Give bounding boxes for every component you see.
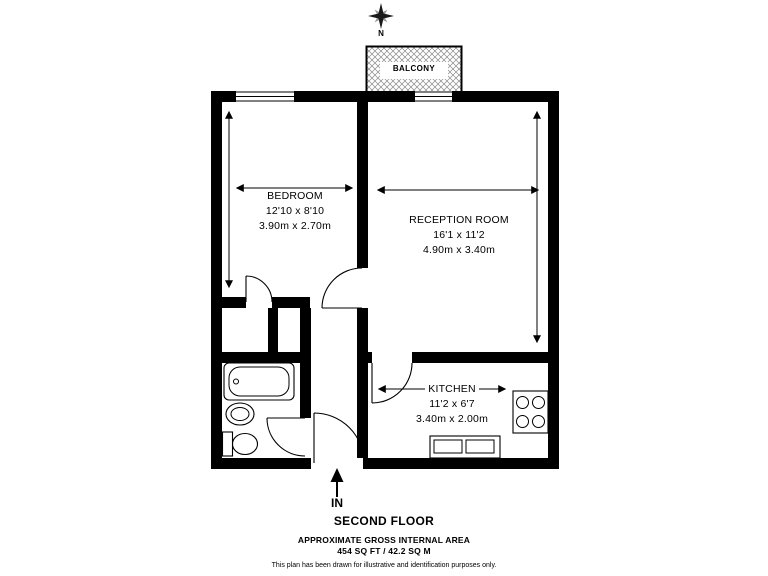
compass-icon [368, 3, 394, 29]
balcony-label-box [380, 62, 448, 79]
kitchen-name: KITCHEN [425, 383, 479, 395]
wall-bedroom-reception-divider [357, 102, 368, 268]
compass-north-label: N [378, 29, 384, 38]
wall-bedroom-bottom-1 [222, 297, 246, 308]
wall-divider-lower-stub [357, 308, 368, 352]
bedroom-dim-metric: 3.90m x 2.70m [255, 220, 335, 232]
wall-kitchen-top-1 [357, 352, 372, 363]
wall-top-2 [294, 91, 415, 102]
wall-kitchen-left [357, 363, 368, 458]
toilet-icon [221, 431, 259, 457]
bedroom-window [236, 91, 294, 102]
entrance-label: IN [331, 496, 343, 510]
wall-kitchen-top-2 [412, 352, 548, 363]
entrance-door [313, 412, 365, 464]
doors [245, 267, 413, 464]
wall-bathroom-right [300, 308, 311, 418]
wall-right [548, 91, 559, 469]
entrance-arrow-icon [330, 468, 344, 497]
bedroom-label: BEDROOM 12'10 x 8'10 3.90m x 2.70m [222, 189, 368, 234]
wall-closet-stub [268, 308, 278, 352]
bedroom-door [245, 275, 273, 303]
kitchen-dim-metric: 3.40m x 2.00m [412, 413, 492, 425]
reception-label: RECEPTION ROOM 16'1 x 11'2 4.90m x 3.40m [384, 213, 534, 258]
balcony-area [365, 45, 463, 94]
balcony-door [415, 91, 452, 102]
balcony-label: BALCONY [392, 64, 436, 73]
wall-top-3 [452, 91, 559, 102]
dimension-arrows [225, 110, 541, 393]
kitchen-label: KITCHEN 11'2 x 6'7 3.40m x 2.00m [377, 382, 527, 427]
reception-dim-imperial: 16'1 x 11'2 [430, 229, 488, 241]
walls [211, 91, 559, 469]
reception-door [321, 267, 363, 309]
reception-dim-metric: 4.90m x 3.40m [419, 244, 499, 256]
wall-bedroom-bottom-2 [272, 297, 310, 308]
bedroom-dim-imperial: 12'10 x 8'10 [262, 205, 328, 217]
bathroom-sink-icon [225, 402, 255, 426]
bathtub-icon [223, 362, 295, 401]
bedroom-name: BEDROOM [264, 190, 326, 202]
kitchen-fixtures [429, 390, 549, 459]
disclaimer-text: This plan has been drawn for illustrativ… [271, 562, 497, 569]
wall-left [211, 91, 222, 469]
compass-cardinal-star [368, 3, 394, 29]
area-value: 454 SQ FT / 42.2 SQ M [337, 546, 431, 556]
kitchen-sink-icon [429, 435, 501, 459]
wall-bathroom-top [222, 352, 300, 363]
hob-icon [512, 390, 549, 434]
bathroom-door [266, 417, 306, 457]
kitchen-dim-imperial: 11'2 x 6'7 [426, 398, 478, 410]
wall-bottom-left [211, 458, 311, 469]
floor-title: SECOND FLOOR [333, 514, 435, 528]
reception-name: RECEPTION ROOM [406, 214, 512, 226]
wall-top-1 [211, 91, 237, 102]
wall-bottom-right [363, 458, 559, 469]
bathroom-fixtures [221, 362, 295, 457]
area-title: APPROXIMATE GROSS INTERNAL AREA [297, 535, 471, 545]
